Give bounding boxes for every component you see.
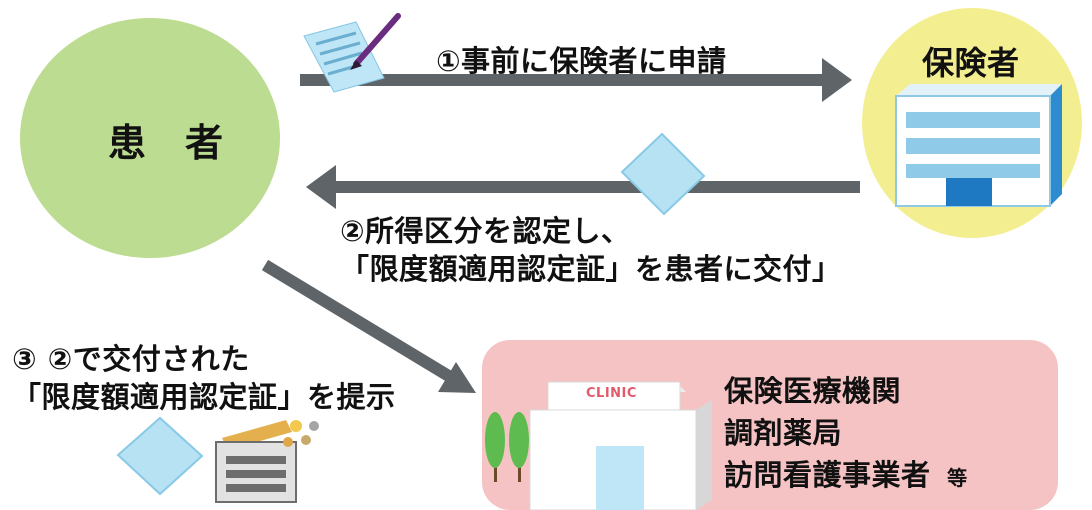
arrow-present: [261, 259, 476, 393]
patient-label: 患 者: [108, 121, 224, 165]
step1-label: ①事前に保険者に申請: [436, 44, 727, 78]
arrow-issue: [306, 165, 860, 209]
arrow-apply: [300, 58, 852, 102]
clinic-type-3-suffix: 等: [947, 466, 968, 490]
clinic-type-3-main: 訪問看護事業者: [724, 458, 931, 492]
wallet-icon: [215, 420, 319, 503]
step3-label-line1: ③ ②で交付された: [12, 342, 250, 376]
tree-icon: [485, 412, 505, 482]
clinic-type-1: 保険医療機関: [724, 374, 902, 408]
step2-label-line2: 「限度額適用認定証」を患者に交付」: [340, 252, 842, 286]
certificate-card-icon: [116, 416, 204, 496]
application-form-icon: [303, 21, 385, 93]
patient-circle: [20, 18, 280, 258]
tree-icon: [509, 412, 529, 482]
clinic-type-2: 調剤薬局: [724, 416, 843, 450]
clinic-sign: CLINIC: [586, 386, 637, 401]
pen-icon: [350, 13, 401, 70]
clinic-type-3: 訪問看護事業者 等: [724, 452, 968, 494]
step2-label-line1: ②所得区分を認定し、: [340, 214, 631, 248]
insurer-label: 保険者: [922, 44, 1020, 82]
step3-label-line2: 「限度額適用認定証」を提示: [12, 380, 396, 414]
certificate-card-icon: [620, 132, 706, 216]
